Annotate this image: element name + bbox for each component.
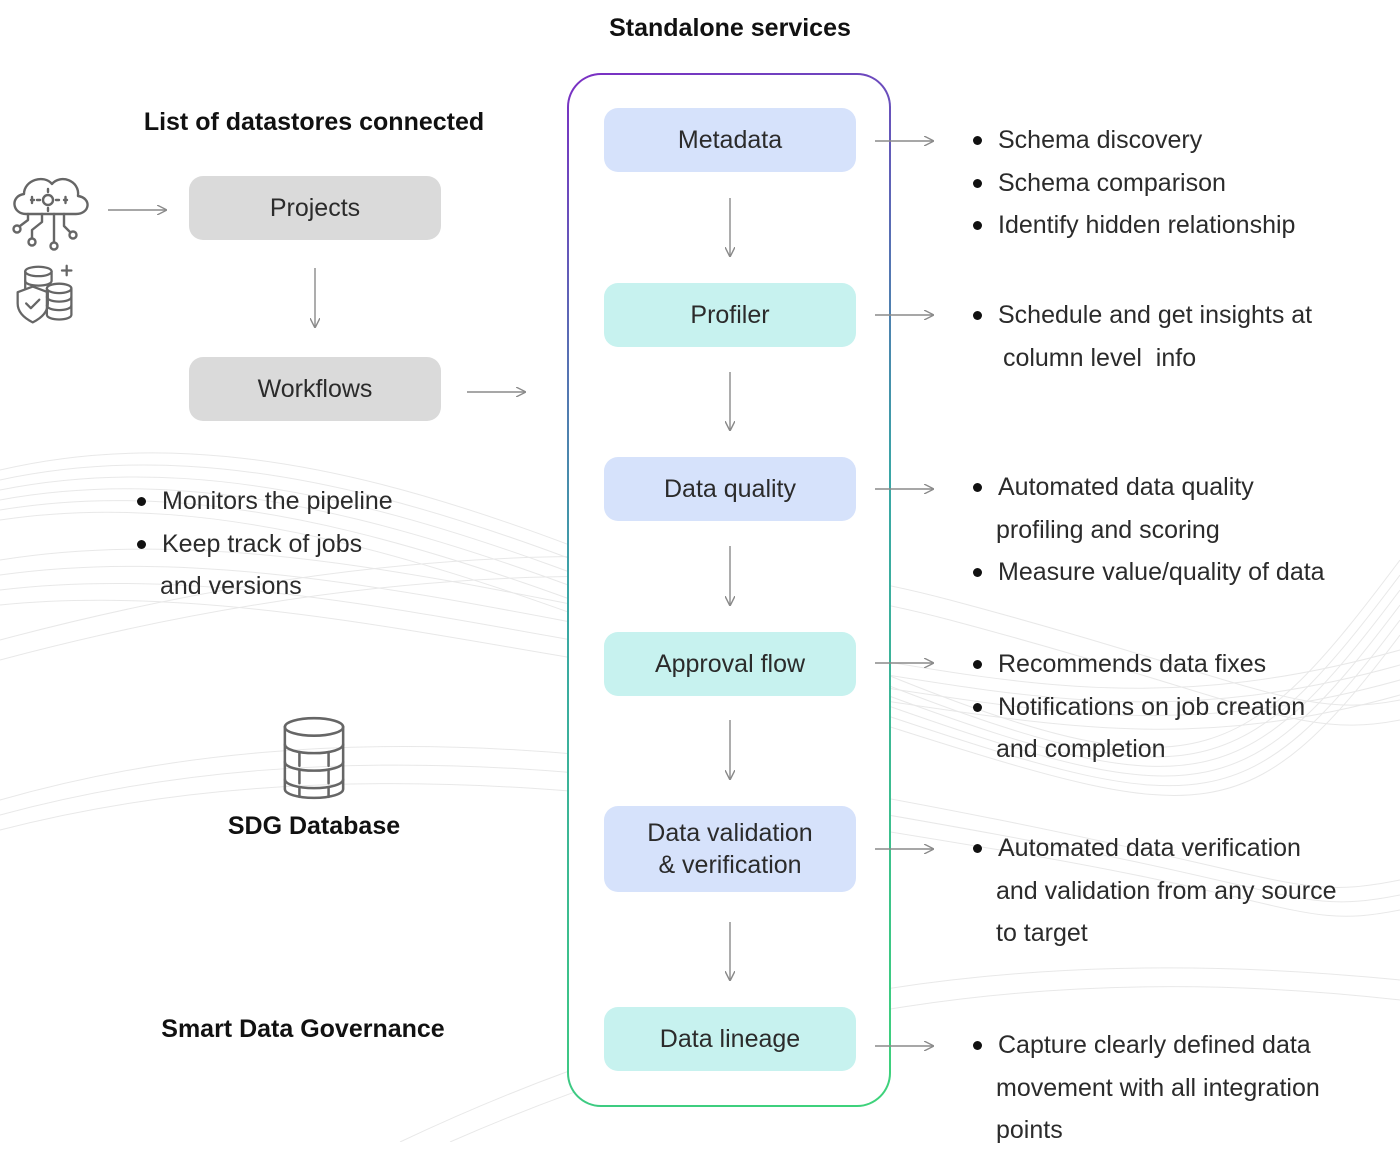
bullet-text: Schedule and get insights at <box>998 301 1313 329</box>
bullet-continuation: and completion <box>996 735 1166 763</box>
workflows-box[interactable]: Workflows <box>189 357 441 421</box>
bullet-item: Automated data verification <box>966 827 1336 870</box>
bullet-continuation: points <box>996 1116 1063 1144</box>
cloud-network-icon <box>12 177 89 251</box>
bullet-text: Capture clearly defined data <box>998 1031 1311 1059</box>
bullet-text: Schema comparison <box>998 168 1226 197</box>
service-data-quality[interactable]: Data quality <box>604 457 856 521</box>
bullet-continuation: column level info <box>996 343 1197 372</box>
bullet-item: Schedule and get insights at <box>966 294 1312 337</box>
footer-title: Smart Data Governance <box>161 1015 445 1043</box>
bullet-item: Notifications on job creation <box>966 686 1305 729</box>
bullet-item: Schema discovery <box>966 119 1295 162</box>
bullet-text: Notifications on job creation <box>998 692 1306 721</box>
service-label-line: Data validation <box>647 819 813 847</box>
bullet-continuation: and validation from any source <box>996 876 1337 905</box>
bullet-item: Recommends data fixes <box>966 643 1305 686</box>
bullet-item: Measure value/quality of data <box>966 551 1325 594</box>
bullet-text: Schema discovery <box>998 126 1203 154</box>
service-data-validation[interactable]: Data validation & verification <box>604 806 856 892</box>
service-profiler[interactable]: Profiler <box>604 283 856 347</box>
profiler-features: Schedule and get insights at column leve… <box>966 294 1312 379</box>
bullet-item: Capture clearly defined data <box>966 1024 1320 1067</box>
workflow-bullets: Monitors the pipeline Keep track of jobs… <box>130 480 393 608</box>
service-label-line: & verification <box>658 851 802 879</box>
bullet-text: Keep track of jobs <box>162 529 363 558</box>
bullet-item: Keep track of jobs <box>130 523 393 566</box>
bullet-continuation: movement with all integration <box>996 1073 1320 1102</box>
metadata-features: Schema discovery Schema comparison Ident… <box>966 119 1295 247</box>
bullet-text: Identify hidden relationship <box>998 211 1296 239</box>
service-approval-flow[interactable]: Approval flow <box>604 632 856 696</box>
projects-box[interactable]: Projects <box>189 176 441 240</box>
bullet-item: Automated data quality <box>966 466 1325 509</box>
bullet-item: Monitors the pipeline <box>130 480 393 523</box>
database-icon <box>283 716 345 800</box>
datastores-heading: List of datastores connected <box>143 108 485 136</box>
bullet-text: Recommends data fixes <box>998 650 1267 678</box>
bullet-text: Monitors the pipeline <box>162 487 393 515</box>
quality-features: Automated data quality profiling and sco… <box>966 466 1325 594</box>
bullet-continuation: profiling and scoring <box>996 515 1220 544</box>
service-data-lineage[interactable]: Data lineage <box>604 1007 856 1071</box>
diagram-title: Standalone services <box>609 14 851 42</box>
database-shield-icon <box>16 264 73 324</box>
bullet-item: Schema comparison <box>966 162 1295 205</box>
bullet-continuation: to target <box>996 919 1088 947</box>
database-label: SDG Database <box>227 812 401 840</box>
approval-features: Recommends data fixes Notifications on j… <box>966 643 1305 771</box>
services-container <box>567 73 891 1107</box>
bullet-text: Automated data quality <box>998 473 1254 501</box>
bullet-continuation: and versions <box>160 572 302 600</box>
lineage-features: Capture clearly defined data movement wi… <box>966 1024 1320 1152</box>
bullet-text: Automated data verification <box>998 834 1301 862</box>
bullet-text: Measure value/quality of data <box>998 558 1325 586</box>
bullet-item: Identify hidden relationship <box>966 204 1295 247</box>
validation-features: Automated data verification and validati… <box>966 827 1336 955</box>
service-metadata[interactable]: Metadata <box>604 108 856 172</box>
